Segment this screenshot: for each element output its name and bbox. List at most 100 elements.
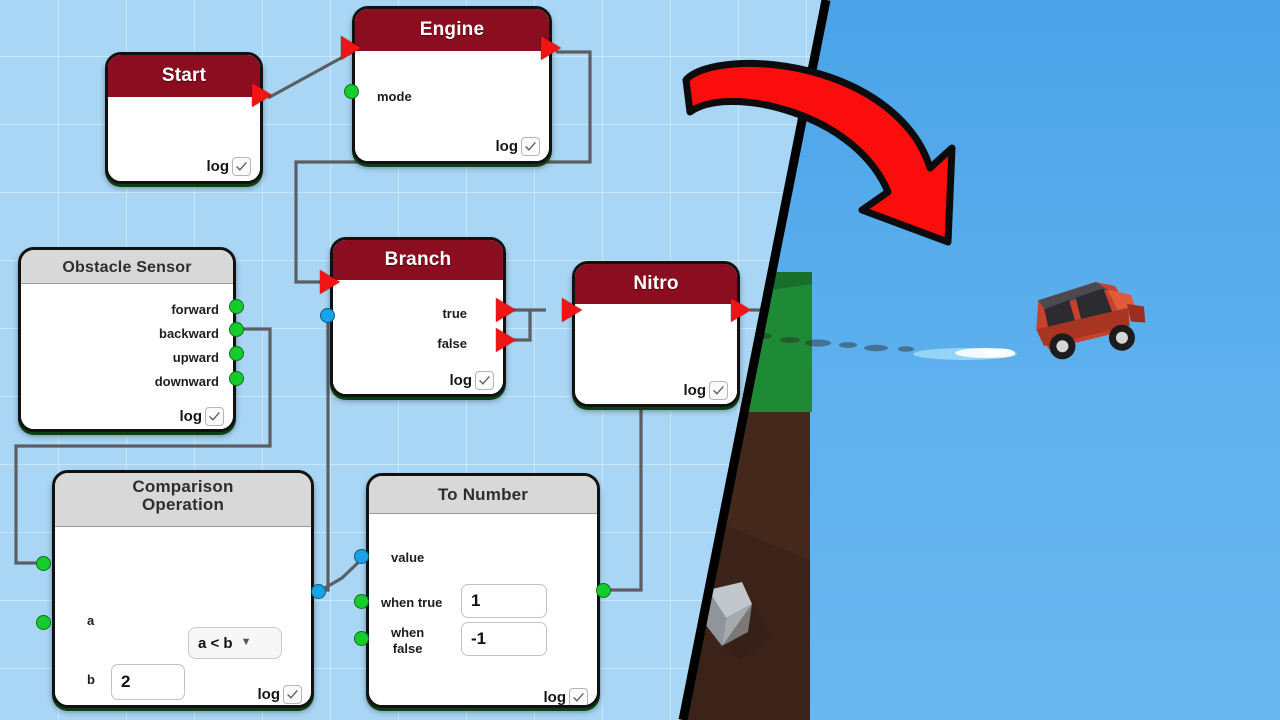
- tonumber-socket-when-true[interactable]: [354, 594, 369, 609]
- log-label: log: [543, 689, 567, 706]
- wire-branch-cond-in: [312, 316, 330, 592]
- comparison-input-a-label: a: [87, 613, 95, 628]
- check-icon: [287, 690, 298, 699]
- comparison-input-b-field[interactable]: 2: [111, 664, 185, 700]
- log-checkbox[interactable]: [205, 407, 224, 426]
- comparison-socket-a[interactable]: [36, 556, 51, 571]
- log-label: log: [449, 372, 473, 389]
- node-branch-log[interactable]: log: [449, 371, 494, 390]
- node-branch-condition-socket[interactable]: [320, 308, 335, 323]
- wire-sensor-to-comparison-a: [14, 327, 272, 565]
- log-checkbox[interactable]: [283, 685, 302, 704]
- comparison-operator-dropdown[interactable]: a < b ▼: [188, 627, 282, 659]
- check-icon: [525, 142, 536, 151]
- node-start-log[interactable]: log: [206, 157, 251, 176]
- comparison-operator-value: a < b: [198, 634, 233, 652]
- sensor-socket-backward[interactable]: [229, 322, 244, 337]
- tonumber-when-false-field[interactable]: -1: [461, 622, 547, 656]
- check-icon: [236, 162, 247, 171]
- node-branch[interactable]: Branch true false log: [330, 237, 506, 397]
- node-obstacle-sensor-log[interactable]: log: [179, 407, 224, 426]
- tonumber-socket-value[interactable]: [354, 549, 369, 564]
- log-label: log: [179, 408, 203, 425]
- tonumber-socket-out[interactable]: [596, 583, 611, 598]
- log-checkbox[interactable]: [521, 137, 540, 156]
- node-start-title: Start: [108, 55, 260, 97]
- check-icon: [479, 376, 490, 385]
- tonumber-when-true-field[interactable]: 1: [461, 584, 547, 618]
- sensor-out-upward: upward: [172, 350, 219, 365]
- log-checkbox[interactable]: [709, 381, 728, 400]
- node-start-body: log: [108, 97, 260, 181]
- node-to-number-body: value when true when false 1 -1 log: [369, 514, 597, 706]
- comparison-socket-out[interactable]: [311, 584, 326, 599]
- wire-start-to-engine: [267, 50, 353, 100]
- check-icon: [573, 693, 584, 702]
- node-engine-exec-in[interactable]: [341, 36, 361, 60]
- when-false-line1: when: [391, 625, 425, 640]
- sensor-socket-downward[interactable]: [229, 371, 244, 386]
- wire-comparison-to-tonumber: [317, 555, 366, 594]
- comparison-input-b-label: b: [87, 672, 95, 687]
- node-obstacle-sensor-body: forward backward upward downward log: [21, 284, 233, 429]
- log-checkbox[interactable]: [232, 157, 251, 176]
- node-to-number-log[interactable]: log: [543, 688, 588, 706]
- node-to-number-title: To Number: [369, 476, 597, 514]
- sensor-out-forward: forward: [171, 302, 219, 317]
- node-branch-exec-in[interactable]: [320, 270, 340, 294]
- node-nitro-body: log: [575, 304, 737, 404]
- log-label: log: [495, 138, 519, 155]
- log-checkbox[interactable]: [569, 688, 588, 705]
- node-comparison-operation-title: Comparison Operation: [55, 473, 311, 527]
- jeep-hub-rear: [1056, 340, 1069, 353]
- node-branch-title: Branch: [333, 240, 503, 280]
- tonumber-input-when-true-label: when true: [381, 595, 443, 610]
- chevron-down-icon: ▼: [240, 636, 252, 648]
- log-label: log: [683, 382, 707, 399]
- node-branch-body: true false log: [333, 280, 503, 394]
- node-nitro-exec-in[interactable]: [562, 298, 582, 322]
- node-branch-exec-true[interactable]: [496, 298, 516, 322]
- check-icon: [713, 386, 724, 395]
- node-obstacle-sensor-title: Obstacle Sensor: [21, 250, 233, 284]
- node-nitro-log[interactable]: log: [683, 381, 728, 400]
- sensor-socket-upward[interactable]: [229, 346, 244, 361]
- log-label: log: [257, 686, 281, 703]
- node-nitro-exec-out[interactable]: [731, 298, 751, 322]
- node-nitro[interactable]: Nitro log: [572, 261, 740, 407]
- vehicle-jeep: [1036, 281, 1146, 360]
- node-engine[interactable]: Engine mode log: [352, 6, 552, 164]
- node-start[interactable]: Start log: [105, 52, 263, 184]
- tonumber-socket-when-false[interactable]: [354, 631, 369, 646]
- node-engine-exec-out[interactable]: [541, 36, 561, 60]
- node-engine-title: Engine: [355, 9, 549, 51]
- node-comparison-operation[interactable]: Comparison Operation a b a < b ▼ 2 log: [52, 470, 314, 708]
- node-nitro-title: Nitro: [575, 264, 737, 304]
- tonumber-input-when-false-label: when false: [391, 625, 424, 657]
- wire-tonumber-to-nitro: [604, 408, 643, 592]
- sensor-socket-forward[interactable]: [229, 299, 244, 314]
- node-start-exec-out[interactable]: [252, 83, 272, 107]
- log-label: log: [206, 158, 230, 175]
- tonumber-input-value-label: value: [391, 550, 425, 565]
- sensor-out-downward: downward: [154, 374, 219, 389]
- node-obstacle-sensor[interactable]: Obstacle Sensor forward backward upward …: [18, 247, 236, 432]
- node-branch-exec-false[interactable]: [496, 328, 516, 352]
- nitro-trail: [913, 348, 1017, 360]
- node-engine-body: mode log: [355, 51, 549, 161]
- node-to-number[interactable]: To Number value when true when false 1 -…: [366, 473, 600, 708]
- jeep-hub-front: [1115, 331, 1128, 344]
- node-engine-log[interactable]: log: [495, 137, 540, 156]
- node-comparison-operation-body: a b a < b ▼ 2 log: [55, 527, 311, 705]
- comparison-title-line1: Comparison: [132, 477, 234, 496]
- check-icon: [209, 412, 220, 421]
- comparison-title-line2: Operation: [141, 494, 225, 514]
- comparison-socket-b[interactable]: [36, 615, 51, 630]
- log-checkbox[interactable]: [475, 371, 494, 390]
- node-comparison-operation-log[interactable]: log: [257, 685, 302, 704]
- node-engine-mode-label: mode: [377, 89, 412, 104]
- sensor-out-backward: backward: [159, 326, 219, 341]
- jeep-roof: [1038, 281, 1108, 310]
- node-engine-mode-socket[interactable]: [344, 84, 359, 99]
